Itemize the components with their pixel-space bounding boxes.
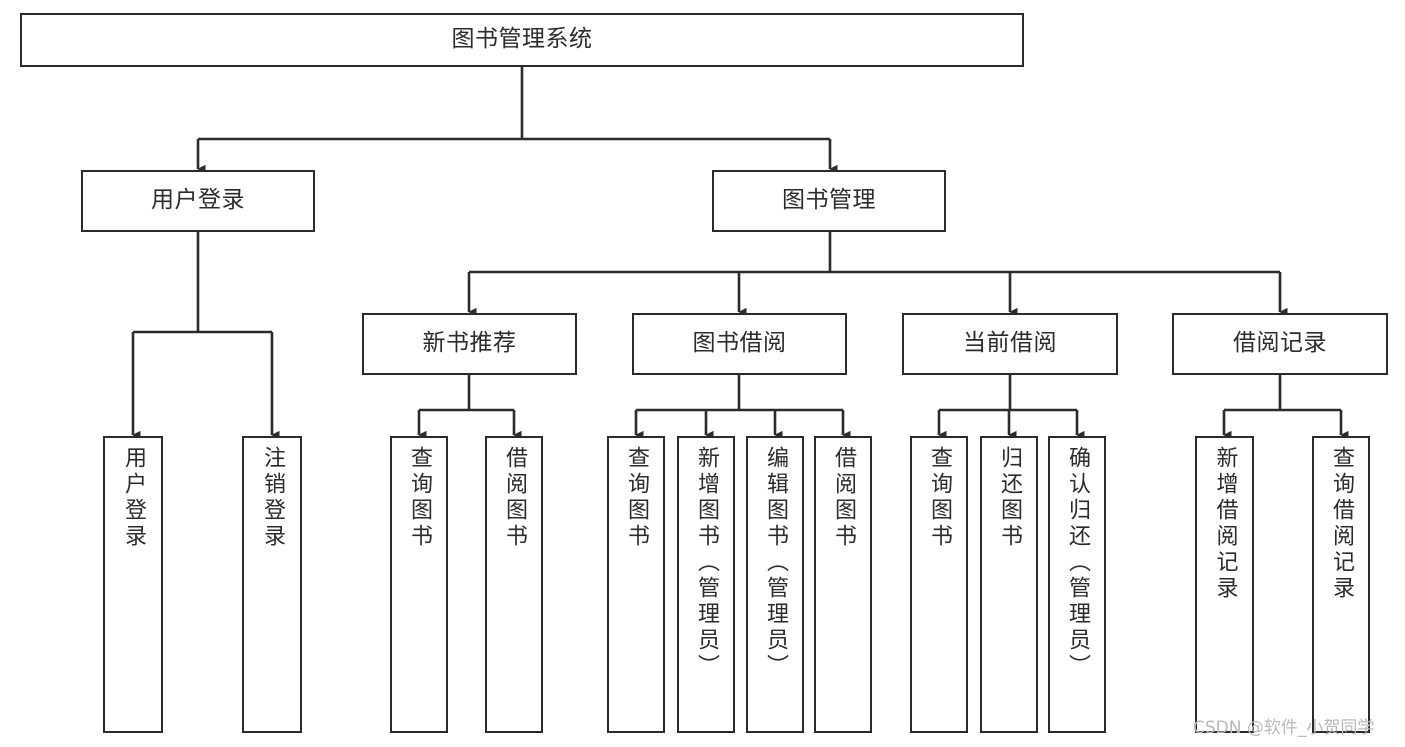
watermark: CSDN @软件_小贺同学 <box>1193 718 1375 738</box>
node-book-borrow-label: 图书借阅 <box>692 330 787 357</box>
node-leaf-return-book[interactable]: 归还图书 <box>980 436 1038 733</box>
node-leaf-query-record[interactable]: 查询借阅记录 <box>1312 436 1370 733</box>
node-leaf-add-record-label: 新增借阅记录 <box>1212 446 1238 602</box>
node-root-label: 图书管理系统 <box>451 26 593 53</box>
node-borrow-record-label: 借阅记录 <box>1233 330 1327 357</box>
node-user-login-label: 用户登录 <box>151 187 245 214</box>
node-leaf-query-record-label: 查询借阅记录 <box>1329 446 1354 602</box>
node-leaf-borrow-book-rec-label: 借阅图书 <box>502 446 527 550</box>
node-current-borrow-label: 当前借阅 <box>963 330 1057 357</box>
node-leaf-return-book-label: 归还图书 <box>997 446 1022 550</box>
node-leaf-user-login-label: 用户登录 <box>121 446 146 550</box>
node-leaf-query-book-brw-label: 查询图书 <box>624 446 649 550</box>
node-leaf-query-book-cur-label: 查询图书 <box>927 446 952 550</box>
node-leaf-add-book-label: 新增图书（管理员） <box>694 446 719 680</box>
node-book-manage[interactable]: 图书管理 <box>712 170 946 232</box>
node-new-book-rec[interactable]: 新书推荐 <box>362 313 577 375</box>
node-book-manage-label: 图书管理 <box>782 187 876 214</box>
node-book-borrow[interactable]: 图书借阅 <box>632 313 847 375</box>
node-leaf-confirm-return[interactable]: 确认归还（管理员） <box>1048 436 1106 733</box>
node-leaf-user-login[interactable]: 用户登录 <box>103 436 163 733</box>
node-leaf-query-book-cur[interactable]: 查询图书 <box>910 436 968 733</box>
node-leaf-user-logout[interactable]: 注销登录 <box>242 436 302 733</box>
node-leaf-confirm-return-label: 确认归还（管理员） <box>1065 446 1090 680</box>
node-leaf-edit-book-label: 编辑图书（管理员） <box>763 446 788 680</box>
node-leaf-query-book-rec[interactable]: 查询图书 <box>390 436 448 733</box>
node-leaf-borrow-book-brw-label: 借阅图书 <box>831 446 856 550</box>
node-leaf-edit-book[interactable]: 编辑图书（管理员） <box>746 436 804 733</box>
node-leaf-user-logout-label: 注销登录 <box>260 446 285 550</box>
node-leaf-query-book-rec-label: 查询图书 <box>407 446 432 550</box>
node-borrow-record[interactable]: 借阅记录 <box>1172 313 1388 375</box>
node-leaf-add-book[interactable]: 新增图书（管理员） <box>677 436 735 733</box>
node-current-borrow[interactable]: 当前借阅 <box>902 313 1118 375</box>
node-root[interactable]: 图书管理系统 <box>20 13 1024 67</box>
node-user-login[interactable]: 用户登录 <box>81 170 315 232</box>
node-leaf-query-book-brw[interactable]: 查询图书 <box>607 436 665 733</box>
node-new-book-rec-label: 新书推荐 <box>422 330 517 357</box>
node-leaf-add-record[interactable]: 新增借阅记录 <box>1195 436 1254 733</box>
node-leaf-borrow-book-rec[interactable]: 借阅图书 <box>485 436 543 733</box>
node-leaf-borrow-book-brw[interactable]: 借阅图书 <box>814 436 872 733</box>
